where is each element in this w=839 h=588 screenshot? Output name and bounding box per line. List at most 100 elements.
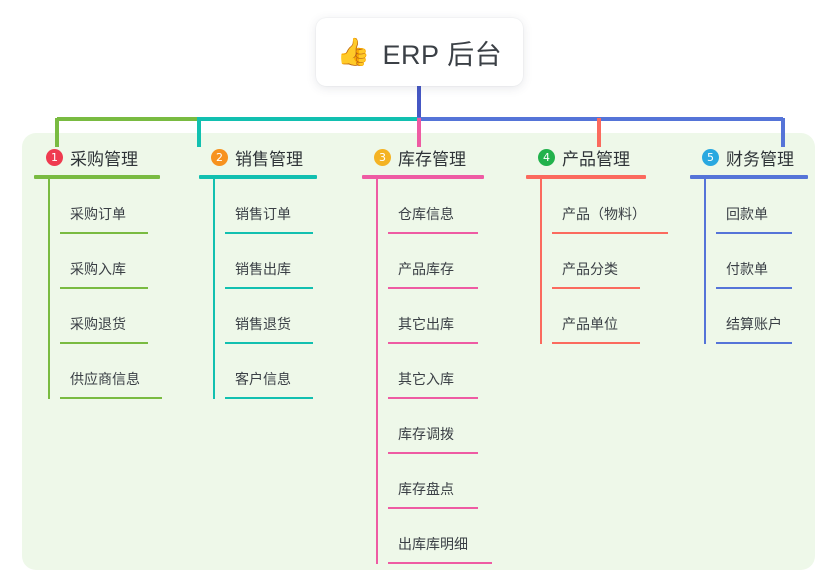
branch-underline	[34, 175, 160, 179]
leaf-label: 供应商信息	[70, 371, 140, 387]
leaf-underline	[716, 232, 792, 234]
leaf-underline	[388, 232, 478, 234]
leaf-underline	[225, 397, 313, 399]
leaf-underline	[388, 342, 478, 344]
branch-underline	[362, 175, 484, 179]
branch-underline	[690, 175, 808, 179]
branch-spine	[376, 179, 378, 564]
branch-badge-4: 4	[538, 148, 555, 166]
leaf-item[interactable]: 销售出库	[225, 234, 339, 289]
leaf-item[interactable]: 结算账户	[716, 289, 830, 344]
branch-column-2: 2 销售管理销售订单销售出库销售退货客户信息	[199, 145, 339, 399]
branch-spine	[704, 179, 706, 344]
leaf-item[interactable]: 出库库明细	[388, 509, 512, 564]
leaf-item[interactable]: 客户信息	[225, 344, 339, 399]
leaf-item[interactable]: 产品（物料）	[552, 179, 668, 234]
leaf-underline	[388, 507, 478, 509]
leaf-item[interactable]: 销售订单	[225, 179, 339, 234]
leaf-label: 产品单位	[562, 316, 618, 332]
leaf-underline	[388, 562, 492, 564]
leaf-underline	[225, 287, 313, 289]
branch-badge-5: 5	[702, 148, 719, 166]
diagram-panel	[22, 133, 815, 570]
root-node[interactable]: 👍 ERP 后台	[316, 18, 523, 86]
leaf-underline	[60, 397, 162, 399]
leaf-label: 其它出库	[398, 316, 454, 332]
root-title: ERP 后台	[382, 39, 503, 70]
leaf-item[interactable]: 其它出库	[388, 289, 512, 344]
leaf-item[interactable]: 采购订单	[60, 179, 184, 234]
leaf-label: 库存调拨	[398, 426, 454, 442]
leaf-label: 采购订单	[70, 206, 126, 222]
branch-title: 库存管理	[398, 149, 466, 169]
leaf-item[interactable]: 其它入库	[388, 344, 512, 399]
leaf-item[interactable]: 库存调拨	[388, 399, 512, 454]
leaf-label: 其它入库	[398, 371, 454, 387]
leaf-label: 客户信息	[235, 371, 291, 387]
branch-header-4[interactable]: 4 产品管理	[526, 145, 666, 169]
branch-underline	[526, 175, 646, 179]
leaf-label: 销售订单	[235, 206, 291, 222]
branch-title: 采购管理	[70, 149, 138, 169]
leaf-label: 结算账户	[726, 316, 782, 332]
leaf-item[interactable]: 仓库信息	[388, 179, 512, 234]
leaf-label: 产品（物料）	[562, 206, 646, 222]
branch-title: 产品管理	[562, 149, 630, 169]
branch-title: 销售管理	[235, 149, 303, 169]
branch-badge-3: 3	[374, 148, 391, 166]
branch-column-1: 1 采购管理采购订单采购入库采购退货供应商信息	[34, 145, 184, 399]
leaf-item[interactable]: 销售退货	[225, 289, 339, 344]
branch-items: 销售订单销售出库销售退货客户信息	[199, 179, 339, 399]
branch-spine	[48, 179, 50, 399]
branch-header-3[interactable]: 3 库存管理	[362, 145, 512, 169]
leaf-item[interactable]: 供应商信息	[60, 344, 184, 399]
leaf-item[interactable]: 产品库存	[388, 234, 512, 289]
branch-items: 回款单付款单结算账户	[690, 179, 830, 344]
branch-items: 产品（物料） 产品分类产品单位	[526, 179, 668, 344]
branch-column-3: 3 库存管理仓库信息产品库存其它出库其它入库库存调拨库存盘点出库库明细	[362, 145, 512, 564]
leaf-underline	[60, 342, 148, 344]
leaf-underline	[388, 397, 478, 399]
leaf-label: 库存盘点	[398, 481, 454, 497]
branch-badge-1: 1	[46, 148, 63, 166]
branch-title: 财务管理	[726, 149, 794, 169]
leaf-label: 仓库信息	[398, 206, 454, 222]
leaf-underline	[552, 232, 668, 234]
leaf-underline	[388, 287, 478, 289]
leaf-label: 回款单	[726, 206, 768, 222]
leaf-item[interactable]: 回款单	[716, 179, 830, 234]
branch-underline	[199, 175, 317, 179]
leaf-item[interactable]: 付款单	[716, 234, 830, 289]
leaf-item[interactable]: 库存盘点	[388, 454, 512, 509]
leaf-label: 销售出库	[235, 261, 291, 277]
leaf-label: 产品库存	[398, 261, 454, 277]
leaf-underline	[552, 342, 640, 344]
branch-header-1[interactable]: 1 采购管理	[34, 145, 184, 169]
leaf-item[interactable]: 采购入库	[60, 234, 184, 289]
leaf-underline	[716, 287, 792, 289]
leaf-underline	[552, 287, 640, 289]
thumbs-up-icon: 👍	[336, 36, 371, 67]
leaf-label: 付款单	[726, 261, 768, 277]
leaf-label: 销售退货	[235, 316, 291, 332]
leaf-underline	[716, 342, 792, 344]
leaf-label: 出库库明细	[398, 536, 468, 552]
branch-items: 采购订单采购入库采购退货供应商信息	[34, 179, 184, 399]
leaf-underline	[388, 452, 478, 454]
leaf-item[interactable]: 采购退货	[60, 289, 184, 344]
leaf-underline	[60, 287, 148, 289]
leaf-item[interactable]: 产品单位	[552, 289, 666, 344]
branch-spine	[540, 179, 542, 344]
leaf-underline	[60, 232, 148, 234]
branch-badge-2: 2	[211, 148, 228, 166]
branch-header-5[interactable]: 5 财务管理	[690, 145, 830, 169]
leaf-label: 采购退货	[70, 316, 126, 332]
branch-column-5: 5 财务管理回款单付款单结算账户	[690, 145, 830, 344]
leaf-underline	[225, 342, 313, 344]
branch-header-2[interactable]: 2 销售管理	[199, 145, 339, 169]
leaf-underline	[225, 232, 313, 234]
branch-spine	[213, 179, 215, 399]
branch-items: 仓库信息产品库存其它出库其它入库库存调拨库存盘点出库库明细	[362, 179, 512, 564]
leaf-item[interactable]: 产品分类	[552, 234, 666, 289]
